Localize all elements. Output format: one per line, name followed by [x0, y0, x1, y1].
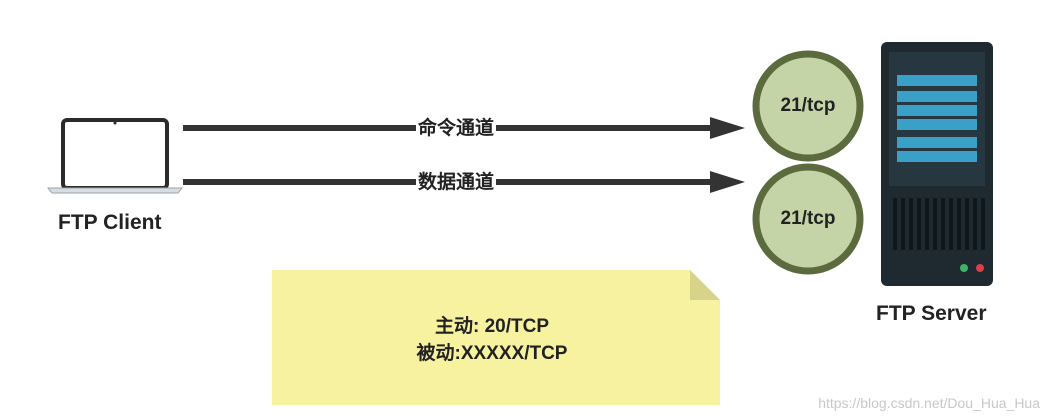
client-label: FTP Client	[58, 211, 162, 234]
server-icon	[881, 42, 993, 286]
data-port-label: 21/tcp	[780, 208, 836, 229]
laptop-icon	[46, 118, 184, 194]
server-label: FTP Server	[876, 302, 987, 325]
note-box	[272, 270, 720, 405]
command-port-label: 21/tcp	[780, 95, 836, 116]
watermark: https://blog.csdn.net/Dou_Hua_Hua	[818, 395, 1040, 411]
data-channel-label: 数据通道	[416, 172, 497, 194]
command-channel-label: 命令通道	[416, 118, 497, 140]
note-line-passive: 被动:XXXXX/TCP	[416, 343, 568, 364]
note-line-active: 主动: 20/TCP	[434, 316, 550, 337]
data-port-circle	[752, 163, 864, 275]
command-port-circle	[752, 50, 864, 162]
